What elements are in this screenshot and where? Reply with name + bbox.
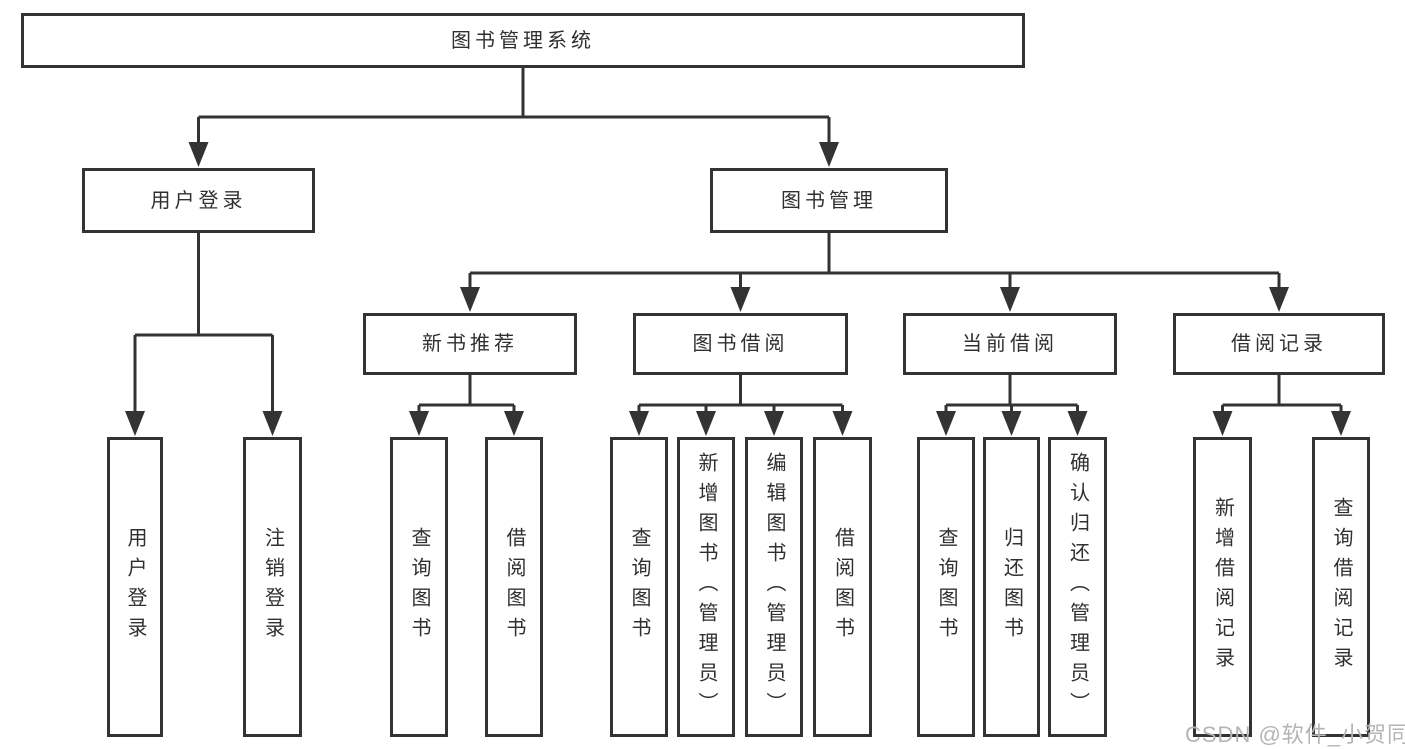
node-current-borrow: 当前借阅: [903, 313, 1117, 375]
node-label: 查询图书: [628, 527, 650, 647]
node-v-edit-book: 编辑图书（管理员）: [745, 437, 803, 737]
node-v-return-book: 归还图书: [983, 437, 1040, 737]
node-book-mgmt: 图书管理: [710, 168, 948, 233]
edge-borrow-records: [1212, 375, 1351, 436]
edge-new-book-rec: [409, 375, 524, 436]
node-label: 确认归还（管理员）: [1066, 452, 1089, 722]
node-borrow-records: 借阅记录: [1173, 313, 1385, 375]
node-label: 借阅图书: [831, 527, 854, 647]
watermark: CSDN @软件_小贺同学: [1185, 722, 1405, 747]
node-label: 查询图书: [935, 527, 957, 647]
node-v-borrow-book-2: 借阅图书: [813, 437, 872, 737]
node-v-query-book-3: 查询图书: [917, 437, 975, 737]
node-root: 图书管理系统: [21, 13, 1025, 68]
node-label: 查询借阅记录: [1330, 497, 1352, 677]
node-v-confirm-return: 确认归还（管理员）: [1048, 437, 1107, 737]
node-new-book-rec: 新书推荐: [363, 313, 577, 375]
edge-current-borrow: [936, 375, 1088, 436]
node-v-query-book-1: 查询图书: [390, 437, 448, 737]
node-v-borrow-book-1: 借阅图书: [485, 437, 543, 737]
edge-user-login: [125, 233, 283, 436]
node-label: 图书管理系统: [451, 29, 595, 52]
node-label: 新增借阅记录: [1211, 497, 1234, 677]
node-label: 借阅图书: [503, 527, 525, 647]
node-label: 归还图书: [1000, 527, 1023, 647]
node-label: 用户登录: [124, 527, 146, 647]
node-user-login: 用户登录: [82, 168, 315, 233]
node-label: 新书推荐: [422, 333, 518, 355]
edge-root: [188, 68, 839, 167]
node-label: 借阅记录: [1231, 333, 1327, 355]
node-v-add-borrow-record: 新增借阅记录: [1193, 437, 1252, 737]
node-v-query-book-2: 查询图书: [610, 437, 668, 737]
node-book-borrow: 图书借阅: [633, 313, 848, 375]
node-v-query-borrow-record: 查询借阅记录: [1312, 437, 1370, 737]
node-v-add-book: 新增图书（管理员）: [677, 437, 735, 737]
node-label: 查询图书: [408, 527, 430, 647]
node-label: 图书借阅: [692, 333, 789, 355]
node-v-user-login: 用户登录: [107, 437, 163, 737]
node-label: 图书管理: [781, 189, 877, 212]
edge-book-mgmt: [460, 233, 1289, 312]
node-label: 用户登录: [150, 189, 247, 212]
node-label: 注销登录: [261, 527, 284, 647]
edge-book-borrow: [629, 375, 853, 436]
node-label: 编辑图书（管理员）: [763, 452, 785, 722]
node-label: 新增图书（管理员）: [695, 452, 717, 722]
node-label: 当前借阅: [962, 333, 1058, 355]
node-v-logout: 注销登录: [243, 437, 302, 737]
